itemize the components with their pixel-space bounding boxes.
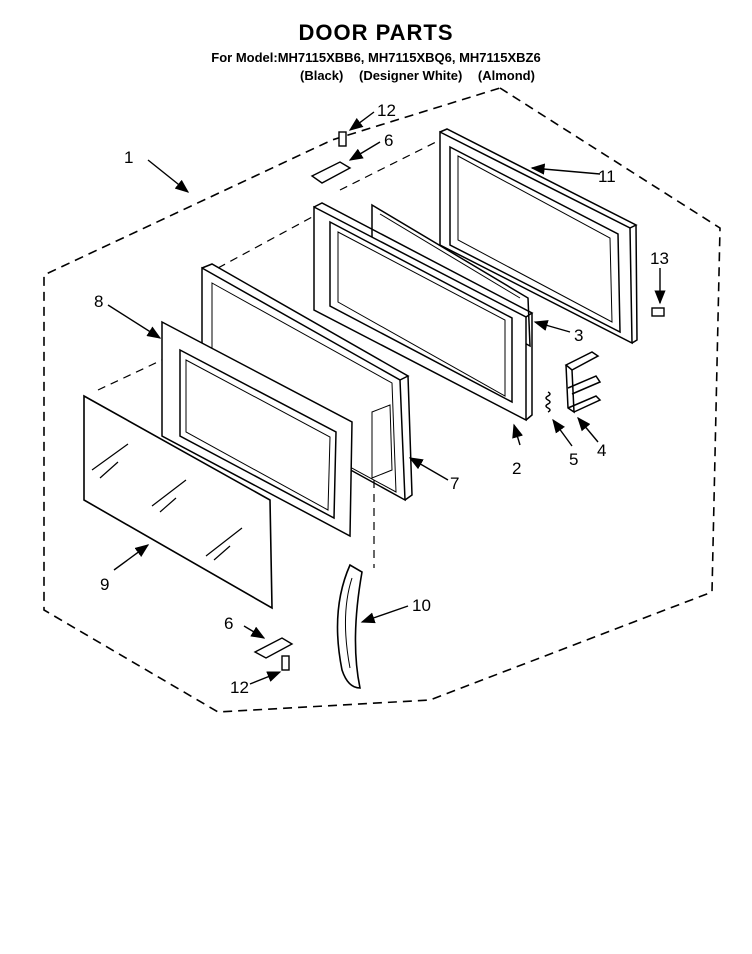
construction-lines xyxy=(97,139,441,568)
part-5-spring xyxy=(545,391,551,413)
callout-12-bottom: 12 xyxy=(230,678,249,697)
assembly-boundary xyxy=(43,87,721,713)
model-line: For Model:MH7115XBB6, MH7115XBQ6, MH7115… xyxy=(211,50,541,65)
part-12-screw-top xyxy=(338,131,347,147)
callout-3: 3 xyxy=(574,326,583,345)
callout-10: 10 xyxy=(412,596,431,615)
callout-6-bottom: 6 xyxy=(224,614,233,633)
callout-4: 4 xyxy=(597,441,606,460)
part-11-door-choke xyxy=(439,128,638,345)
part-8-door-frame xyxy=(161,320,353,538)
part-2-inner-door xyxy=(313,202,534,422)
callout-11: 11 xyxy=(598,167,616,186)
callout-1: 1 xyxy=(124,148,133,167)
part-9-glass xyxy=(83,394,273,610)
callout-labels: 1 2 3 4 5 6 6 7 8 9 10 11 12 12 13 xyxy=(94,101,669,697)
callout-8: 8 xyxy=(94,292,103,311)
callout-7: 7 xyxy=(450,474,459,493)
part-6-hinge-bottom xyxy=(253,637,294,659)
part-13-screw xyxy=(651,307,665,317)
color-variants: (Black) (Designer White) (Almond) xyxy=(300,68,547,83)
variant-designer-white: (Designer White) xyxy=(358,68,463,83)
variant-black: (Black) xyxy=(300,68,344,83)
part-10-handle xyxy=(336,563,363,689)
part-12-screw-bottom xyxy=(281,655,290,671)
part-6-hinge-top xyxy=(310,161,352,184)
part-4-latch xyxy=(564,351,602,414)
callout-6-top: 6 xyxy=(384,131,393,150)
callout-9: 9 xyxy=(100,575,109,594)
callout-12-top: 12 xyxy=(377,101,396,120)
variant-almond: (Almond) xyxy=(477,68,535,83)
leader-lines xyxy=(107,111,666,685)
page-title: DOOR PARTS xyxy=(298,20,454,45)
callout-13: 13 xyxy=(650,249,669,268)
callout-2: 2 xyxy=(512,459,521,478)
callout-5: 5 xyxy=(569,450,578,469)
